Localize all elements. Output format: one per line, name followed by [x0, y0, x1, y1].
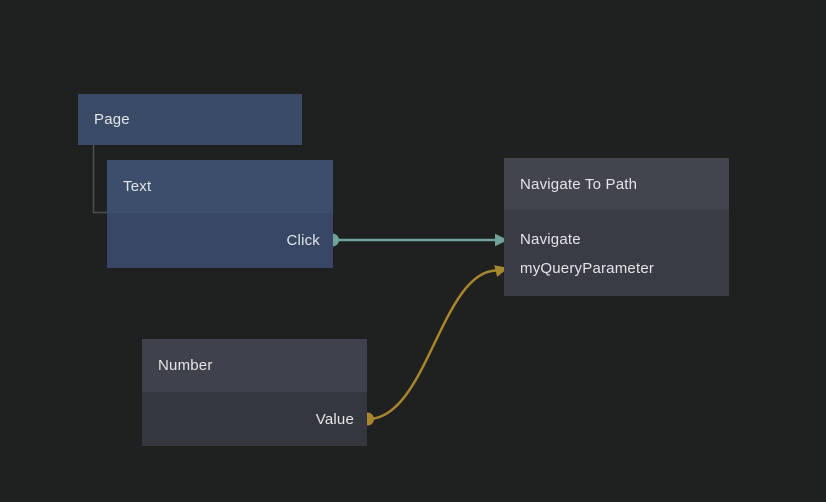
node-title: Text: [123, 178, 152, 195]
node-header: Page: [78, 94, 302, 145]
hierarchy-connector: [92, 145, 107, 214]
output-port-value[interactable]: Value: [142, 392, 367, 446]
node-navigate-to-path[interactable]: Navigate To Path Navigate myQueryParamet…: [504, 158, 729, 296]
connection-wire[interactable]: [367, 269, 497, 421]
port-label: myQueryParameter: [520, 260, 655, 277]
input-port-navigate[interactable]: Navigate: [504, 225, 729, 254]
connection-value-to-myqueryparameter[interactable]: [361, 262, 510, 426]
node-title: Navigate To Path: [520, 175, 638, 193]
node-body: Navigate myQueryParameter: [504, 210, 729, 296]
connection-click-to-navigate[interactable]: [326, 233, 508, 247]
node-header: Number: [142, 339, 367, 392]
node-title: Page: [94, 111, 130, 128]
node-number[interactable]: Number Value: [142, 339, 367, 446]
port-label: Click: [286, 232, 320, 249]
connection-arrowhead: [495, 233, 508, 247]
node-title: Number: [158, 357, 213, 374]
port-label: Value: [315, 410, 354, 428]
node-page[interactable]: Page: [78, 94, 302, 145]
node-header: Navigate To Path: [504, 158, 729, 210]
output-port-click[interactable]: Click: [107, 213, 333, 268]
port-label: Navigate: [520, 231, 581, 248]
node-header: Text: [107, 160, 333, 213]
node-body: Click: [107, 213, 333, 268]
input-port-myqueryparameter[interactable]: myQueryParameter: [504, 254, 729, 283]
node-text[interactable]: Text Click: [107, 160, 333, 268]
node-body: Value: [142, 392, 367, 446]
